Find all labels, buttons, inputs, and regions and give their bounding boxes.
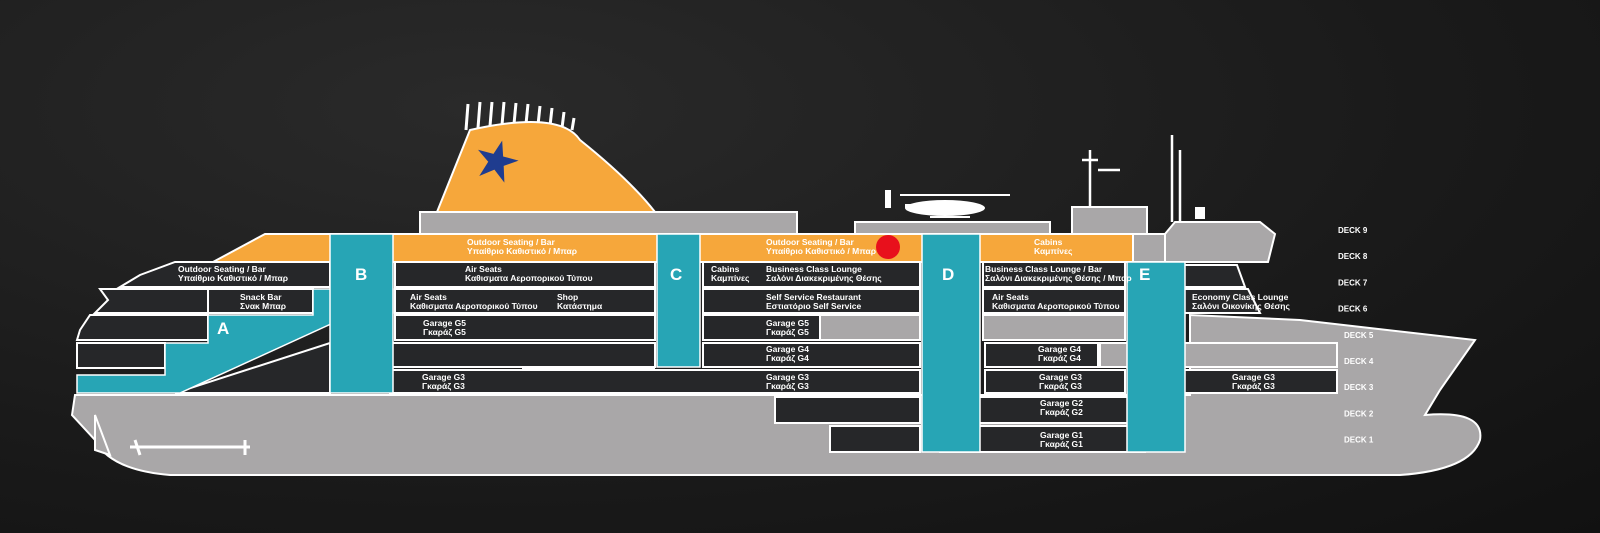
area-label-garage-g4-a: Garage G4 (766, 344, 809, 354)
area-label-outdoor-mid: Υπαίθριο Καθιστικό / Μπαρ (467, 246, 577, 256)
area-label-garage-g5-a: Γκαράζ G5 (423, 327, 466, 337)
area-label-garage-g4-b: Garage G4 (1038, 344, 1081, 354)
area-label-business-lounge: Σαλόνι Διακεκριμένης Θέσης (766, 273, 882, 283)
helicopter-icon (885, 190, 1010, 218)
area-label-outdoor-aft: Υπαίθριο Καθιστικό / Μπαρ (178, 273, 288, 283)
star-logo-icon (478, 140, 519, 183)
bridge-top (1071, 206, 1148, 235)
funnel (435, 101, 658, 213)
deck-label: DECK 5 (1344, 331, 1374, 340)
deck-label: DECK 1 (1344, 436, 1374, 445)
stairway-label: E (1139, 265, 1150, 284)
area-label-business-lounge-bar: Σαλόνι Διακεκριμένης Θέσης / Μπαρ (985, 273, 1132, 283)
deck-label: DECK 8 (1338, 252, 1368, 261)
deck-label: DECK 2 (1344, 409, 1374, 418)
area-label-shop: Shop (557, 292, 578, 302)
area-label-shop: Κατάστημα (557, 301, 603, 311)
area-label-air-seats-d6-fwd: Air Seats (992, 292, 1029, 302)
bridge-deck (1164, 221, 1277, 263)
stairway-label: D (942, 265, 954, 284)
area-label-garage-g3-b: Γκαράζ G3 (766, 381, 809, 391)
deck-labels: DECK 9 DECK 8 DECK 7 DECK 6 DECK 5 DECK 4 DECK… (1338, 226, 1374, 445)
area-label-air-seats-d6-fwd: Καθισματα Αεροπορικού Τύπου (992, 301, 1120, 311)
deck-label: DECK 9 (1338, 226, 1368, 235)
rooms (75, 261, 1338, 453)
deck8-gray (1132, 233, 1166, 263)
radar-dome (1195, 207, 1205, 219)
area-label-outdoor-mid: Outdoor Seating / Bar (467, 237, 556, 247)
area-label-air-seats-d6: Καθισματα Αεροπορικού Τύπου (410, 301, 538, 311)
stairway-a[interactable] (76, 288, 394, 394)
stairway-b[interactable] (329, 233, 394, 394)
stairway-label: C (670, 265, 682, 284)
stairway-c[interactable] (656, 233, 701, 368)
area-label-air-seats-d7: Air Seats (465, 264, 502, 274)
area-label-self-service: Εστιατόριο Self Service (766, 301, 861, 311)
area-label-garage-g5-b: Γκαράζ G5 (766, 327, 809, 337)
area-label-garage-g3-c: Garage G3 (1039, 372, 1082, 382)
deck-label: DECK 7 (1338, 278, 1368, 287)
area-label-air-seats-d6: Air Seats (410, 292, 447, 302)
rudder (94, 414, 112, 457)
stairway-e[interactable] (1126, 261, 1186, 453)
area-label-garage-g3-d: Γκαράζ G3 (1232, 381, 1275, 391)
area-label-cabins-d7: Cabins (711, 264, 740, 274)
stairway-label: B (355, 265, 367, 284)
mast (1082, 135, 1182, 222)
you-are-here-marker[interactable] (876, 235, 900, 259)
area-label-economy-lounge: Σαλόνι Οικονίκής Θέσης (1192, 301, 1290, 311)
area-label-garage-g3-c: Γκαράζ G3 (1039, 381, 1082, 391)
area-label-garage-g5-b: Garage G5 (766, 318, 809, 328)
area-label-garage-g1: Garage G1 (1040, 430, 1083, 440)
deck-label: DECK 6 (1338, 305, 1368, 314)
propeller-shaft (130, 439, 250, 456)
deck9-superstructure (419, 211, 798, 235)
area-label-self-service: Self Service Restaurant (766, 292, 861, 302)
area-label-cabins-d8: Cabins (1034, 237, 1063, 247)
area-label-snack-bar: Snack Bar (240, 292, 282, 302)
area-label-air-seats-d7: Καθισματα Αεροπορικού Τύπου (465, 273, 593, 283)
stairway-label: A (217, 319, 229, 338)
stairway-d[interactable] (921, 233, 981, 453)
area-label-outdoor-fwd: Outdoor Seating / Bar (766, 237, 855, 247)
area-label-cabins-d7: Καμπίνες (711, 273, 750, 283)
area-label-business-lounge-bar: Business Class Lounge / Bar (985, 264, 1103, 274)
helipad (854, 221, 1051, 235)
area-label-garage-g5-a: Garage G5 (423, 318, 466, 328)
area-label-garage-g3-a: Γκαράζ G3 (422, 381, 465, 391)
area-label-garage-g3-d: Garage G3 (1232, 372, 1275, 382)
area-label-garage-g4-a: Γκαράζ G4 (766, 353, 809, 363)
area-label-snack-bar: Σνακ Μπαρ (240, 301, 286, 311)
deck-label: DECK 3 (1344, 383, 1374, 392)
area-label-garage-g2: Γκαράζ G2 (1040, 407, 1083, 417)
area-label-economy-lounge: Economy Class Lounge (1192, 292, 1289, 302)
area-label-outdoor-fwd: Υπαίθριο Καθιστικό / Μπαρ (766, 246, 876, 256)
area-label-cabins-d8: Καμπίνες (1034, 246, 1073, 256)
area-label-outdoor-aft: Outdoor Seating / Bar (178, 264, 267, 274)
deck-label: DECK 4 (1344, 357, 1374, 366)
area-label-garage-g1: Γκαράζ G1 (1040, 439, 1083, 449)
area-label-business-lounge: Business Class Lounge (766, 264, 862, 274)
area-label-garage-g4-b: Γκαράζ G4 (1038, 353, 1081, 363)
area-label-garage-g3-a: Garage G3 (422, 372, 465, 382)
area-label-garage-g3-b: Garage G3 (766, 372, 809, 382)
area-label-garage-g2: Garage G2 (1040, 398, 1083, 408)
